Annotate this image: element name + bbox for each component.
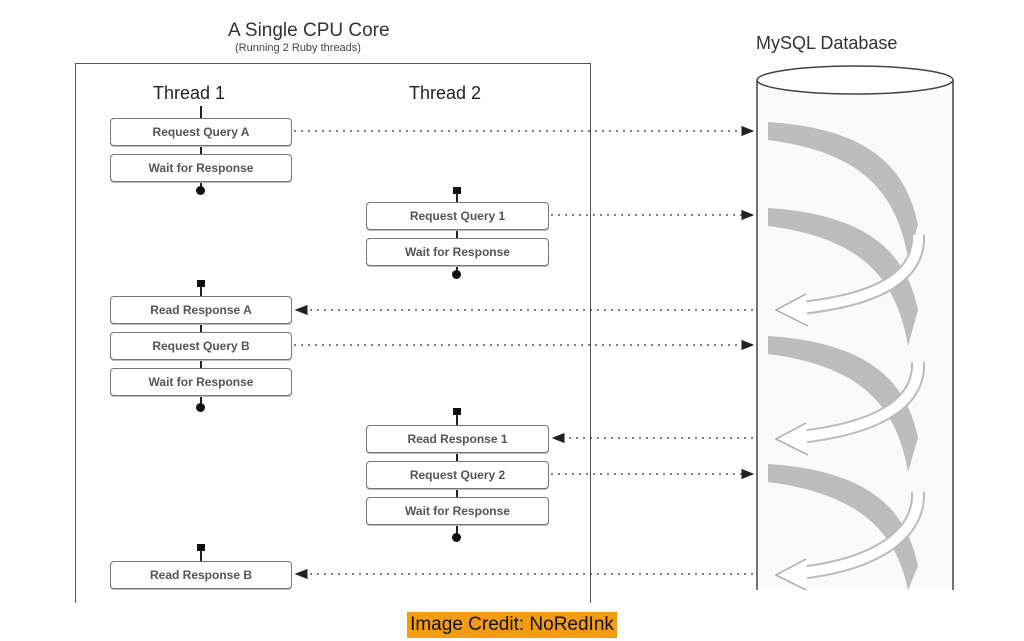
request-query-a-box: Request Query A bbox=[110, 118, 292, 146]
end-dot bbox=[452, 533, 461, 542]
thread-1-header: Thread 1 bbox=[153, 83, 226, 103]
start-marker bbox=[453, 187, 461, 194]
end-dot bbox=[196, 186, 205, 195]
thread-1-line bbox=[200, 106, 202, 190]
start-marker bbox=[197, 280, 205, 287]
database-title: MySQL Database bbox=[756, 33, 898, 53]
database-processing-bands bbox=[768, 122, 926, 590]
query-arrows bbox=[294, 125, 755, 580]
cpu-subtitle: (Running 2 Ruby threads) bbox=[235, 42, 361, 54]
end-dot bbox=[196, 403, 205, 412]
wait-for-response-box: Wait for Response bbox=[110, 368, 292, 396]
cpu-title: A Single CPU Core bbox=[228, 20, 390, 41]
request-query-2-box: Request Query 2 bbox=[366, 461, 549, 489]
start-marker bbox=[453, 408, 461, 415]
wait-for-response-box: Wait for Response bbox=[110, 154, 292, 182]
end-dot bbox=[452, 270, 461, 279]
thread-2-header: Thread 2 bbox=[409, 83, 482, 103]
cpu-database-diagram: A Single CPU Core (Running 2 Ruby thread… bbox=[75, 20, 954, 603]
request-query-1-box: Request Query 1 bbox=[366, 202, 549, 230]
thread-2-line bbox=[456, 193, 458, 273]
credit-caption: Image Credit: NoRedInk bbox=[0, 612, 1024, 638]
read-response-b-box: Read Response B bbox=[110, 561, 292, 589]
read-response-a-box: Read Response A bbox=[110, 296, 292, 324]
image-credit: Image Credit: NoRedInk bbox=[407, 612, 617, 638]
cpu-core-frame bbox=[75, 63, 591, 603]
wait-for-response-box: Wait for Response bbox=[366, 238, 549, 266]
start-marker bbox=[197, 544, 205, 551]
wait-for-response-box: Wait for Response bbox=[366, 497, 549, 525]
read-response-1-box: Read Response 1 bbox=[366, 425, 549, 453]
database-and-arrows bbox=[294, 65, 954, 590]
request-query-b-box: Request Query B bbox=[110, 332, 292, 360]
